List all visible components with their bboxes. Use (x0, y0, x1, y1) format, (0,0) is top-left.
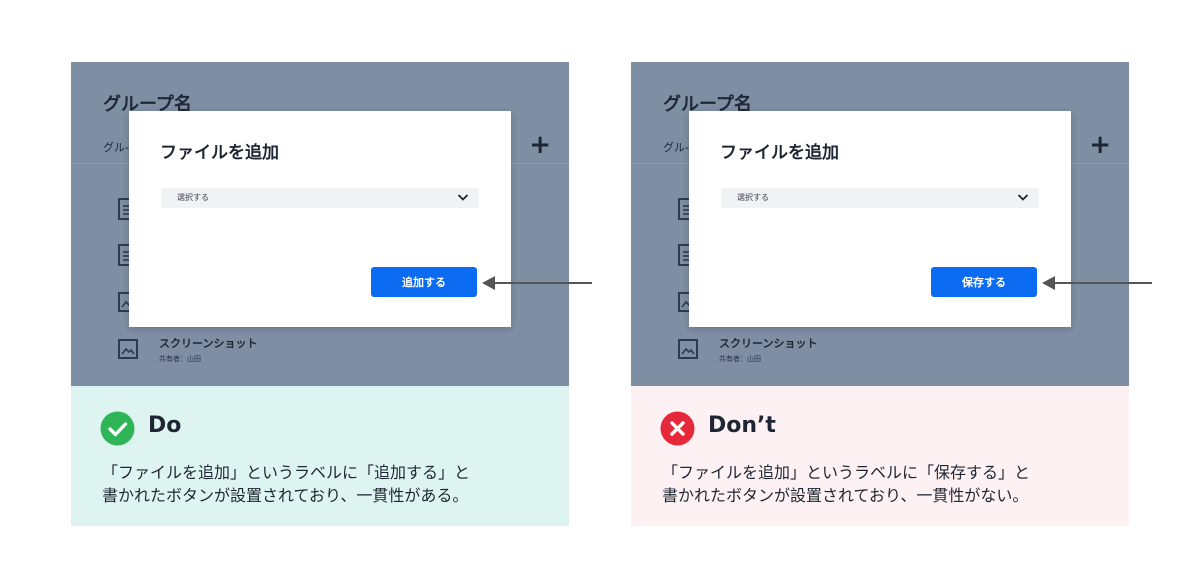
file-select-dropdown[interactable]: 選択する (721, 188, 1039, 208)
image-icon (118, 339, 138, 359)
add-plus-icon[interactable]: + (1089, 130, 1111, 160)
file-owner: 共有者：山田 (719, 355, 761, 363)
dialog-title: ファイルを追加 (160, 143, 279, 163)
file-owner: 共有者：山田 (159, 355, 201, 363)
add-button[interactable]: 追加する (371, 267, 477, 297)
dialog-title: ファイルを追加 (720, 143, 839, 163)
check-circle-icon (100, 411, 135, 446)
group-tab-label[interactable]: グル- (103, 141, 129, 154)
chevron-down-icon (457, 194, 469, 201)
select-value: 選択する (177, 193, 209, 202)
do-example-panel: グループ名 グル- + (71, 62, 592, 526)
verdict-label: Do (148, 413, 182, 438)
verdict-label: Don’t (708, 413, 776, 438)
image-icon (678, 339, 698, 359)
add-plus-icon[interactable]: + (529, 130, 551, 160)
app-screen-dimmed: グループ名 グル- + (631, 62, 1129, 386)
dont-caption-box: Don’t 「ファイルを追加」というラベルに「保存する」と 書かれたボタンが設置… (631, 386, 1129, 526)
save-button[interactable]: 保存する (931, 267, 1037, 297)
description-line: 「ファイルを追加」というラベルに「追加する」と (102, 463, 471, 482)
group-title: グループ名 (103, 94, 192, 115)
select-value: 選択する (737, 193, 769, 202)
description-line: 「ファイルを追加」というラベルに「保存する」と (662, 463, 1031, 482)
description-line: 書かれたボタンが設置されており、一貫性がある。 (102, 486, 469, 505)
add-file-dialog: ファイルを追加 選択する 保存する (689, 111, 1071, 327)
pointer-arrow-icon (1042, 276, 1152, 290)
pointer-arrow-icon (482, 276, 592, 290)
app-screen-dimmed: グループ名 グル- + (71, 62, 569, 386)
file-select-dropdown[interactable]: 選択する (161, 188, 479, 208)
file-name: スクリーンショット (719, 337, 818, 350)
verdict-description: 「ファイルを追加」というラベルに「保存する」と 書かれたボタンが設置されており、… (662, 461, 1030, 507)
verdict-description: 「ファイルを追加」というラベルに「追加する」と 書かれたボタンが設置されており、… (102, 461, 470, 507)
group-tab-label[interactable]: グル- (663, 141, 689, 154)
file-name: スクリーンショット (159, 337, 258, 350)
do-caption-box: Do 「ファイルを追加」というラベルに「追加する」と 書かれたボタンが設置されて… (71, 386, 569, 526)
add-file-dialog: ファイルを追加 選択する 追加する (129, 111, 511, 327)
x-circle-icon (660, 411, 695, 446)
description-line: 書かれたボタンが設置されており、一貫性がない。 (662, 486, 1029, 505)
chevron-down-icon (1017, 194, 1029, 201)
group-title: グループ名 (663, 94, 752, 115)
dont-example-panel: グループ名 グル- + (631, 62, 1152, 526)
